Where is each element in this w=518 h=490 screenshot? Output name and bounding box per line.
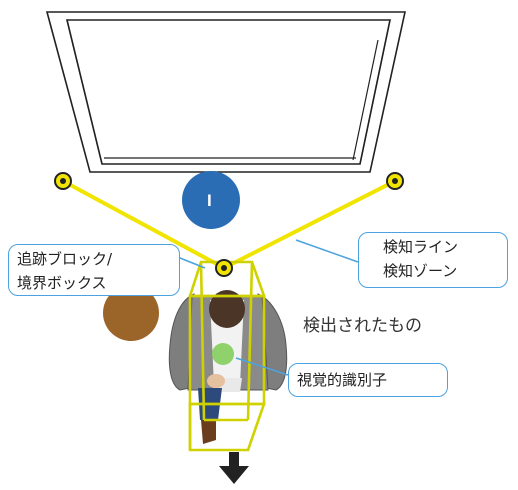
blue-marker bbox=[182, 171, 240, 229]
detection-lines bbox=[62, 179, 396, 270]
callout-detection-line1: 検知ライン bbox=[383, 238, 459, 256]
detection-point-right-center bbox=[392, 178, 398, 184]
person-figure bbox=[168, 290, 288, 444]
callout-visual-identifier: 視覚的識別子 bbox=[288, 363, 448, 397]
tracking-box bbox=[188, 260, 266, 452]
callout-detection-line2: 検知ゾーン bbox=[383, 262, 458, 280]
direction-arrow-icon bbox=[219, 452, 249, 484]
detection-point-left-center bbox=[60, 178, 66, 184]
detected-object-label: 検出されたもの bbox=[303, 316, 422, 336]
callout-tracking-line1: 追跡ブロック/ bbox=[17, 250, 113, 268]
callout-detection: 検知ライン 検知ゾーン bbox=[358, 232, 508, 288]
brown-circle bbox=[103, 285, 159, 341]
blue-marker-letter: I bbox=[207, 191, 212, 210]
callout-visual-identifier-text: 視覚的識別子 bbox=[297, 371, 388, 389]
callout-tracking-box: 追跡ブロック/ 境界ボックス bbox=[8, 244, 180, 296]
display-screen bbox=[45, 11, 406, 173]
callout-tracking-line2: 境界ボックス bbox=[17, 274, 107, 292]
tracking-point-center bbox=[221, 265, 227, 271]
visual-identifier-dot bbox=[212, 343, 234, 365]
